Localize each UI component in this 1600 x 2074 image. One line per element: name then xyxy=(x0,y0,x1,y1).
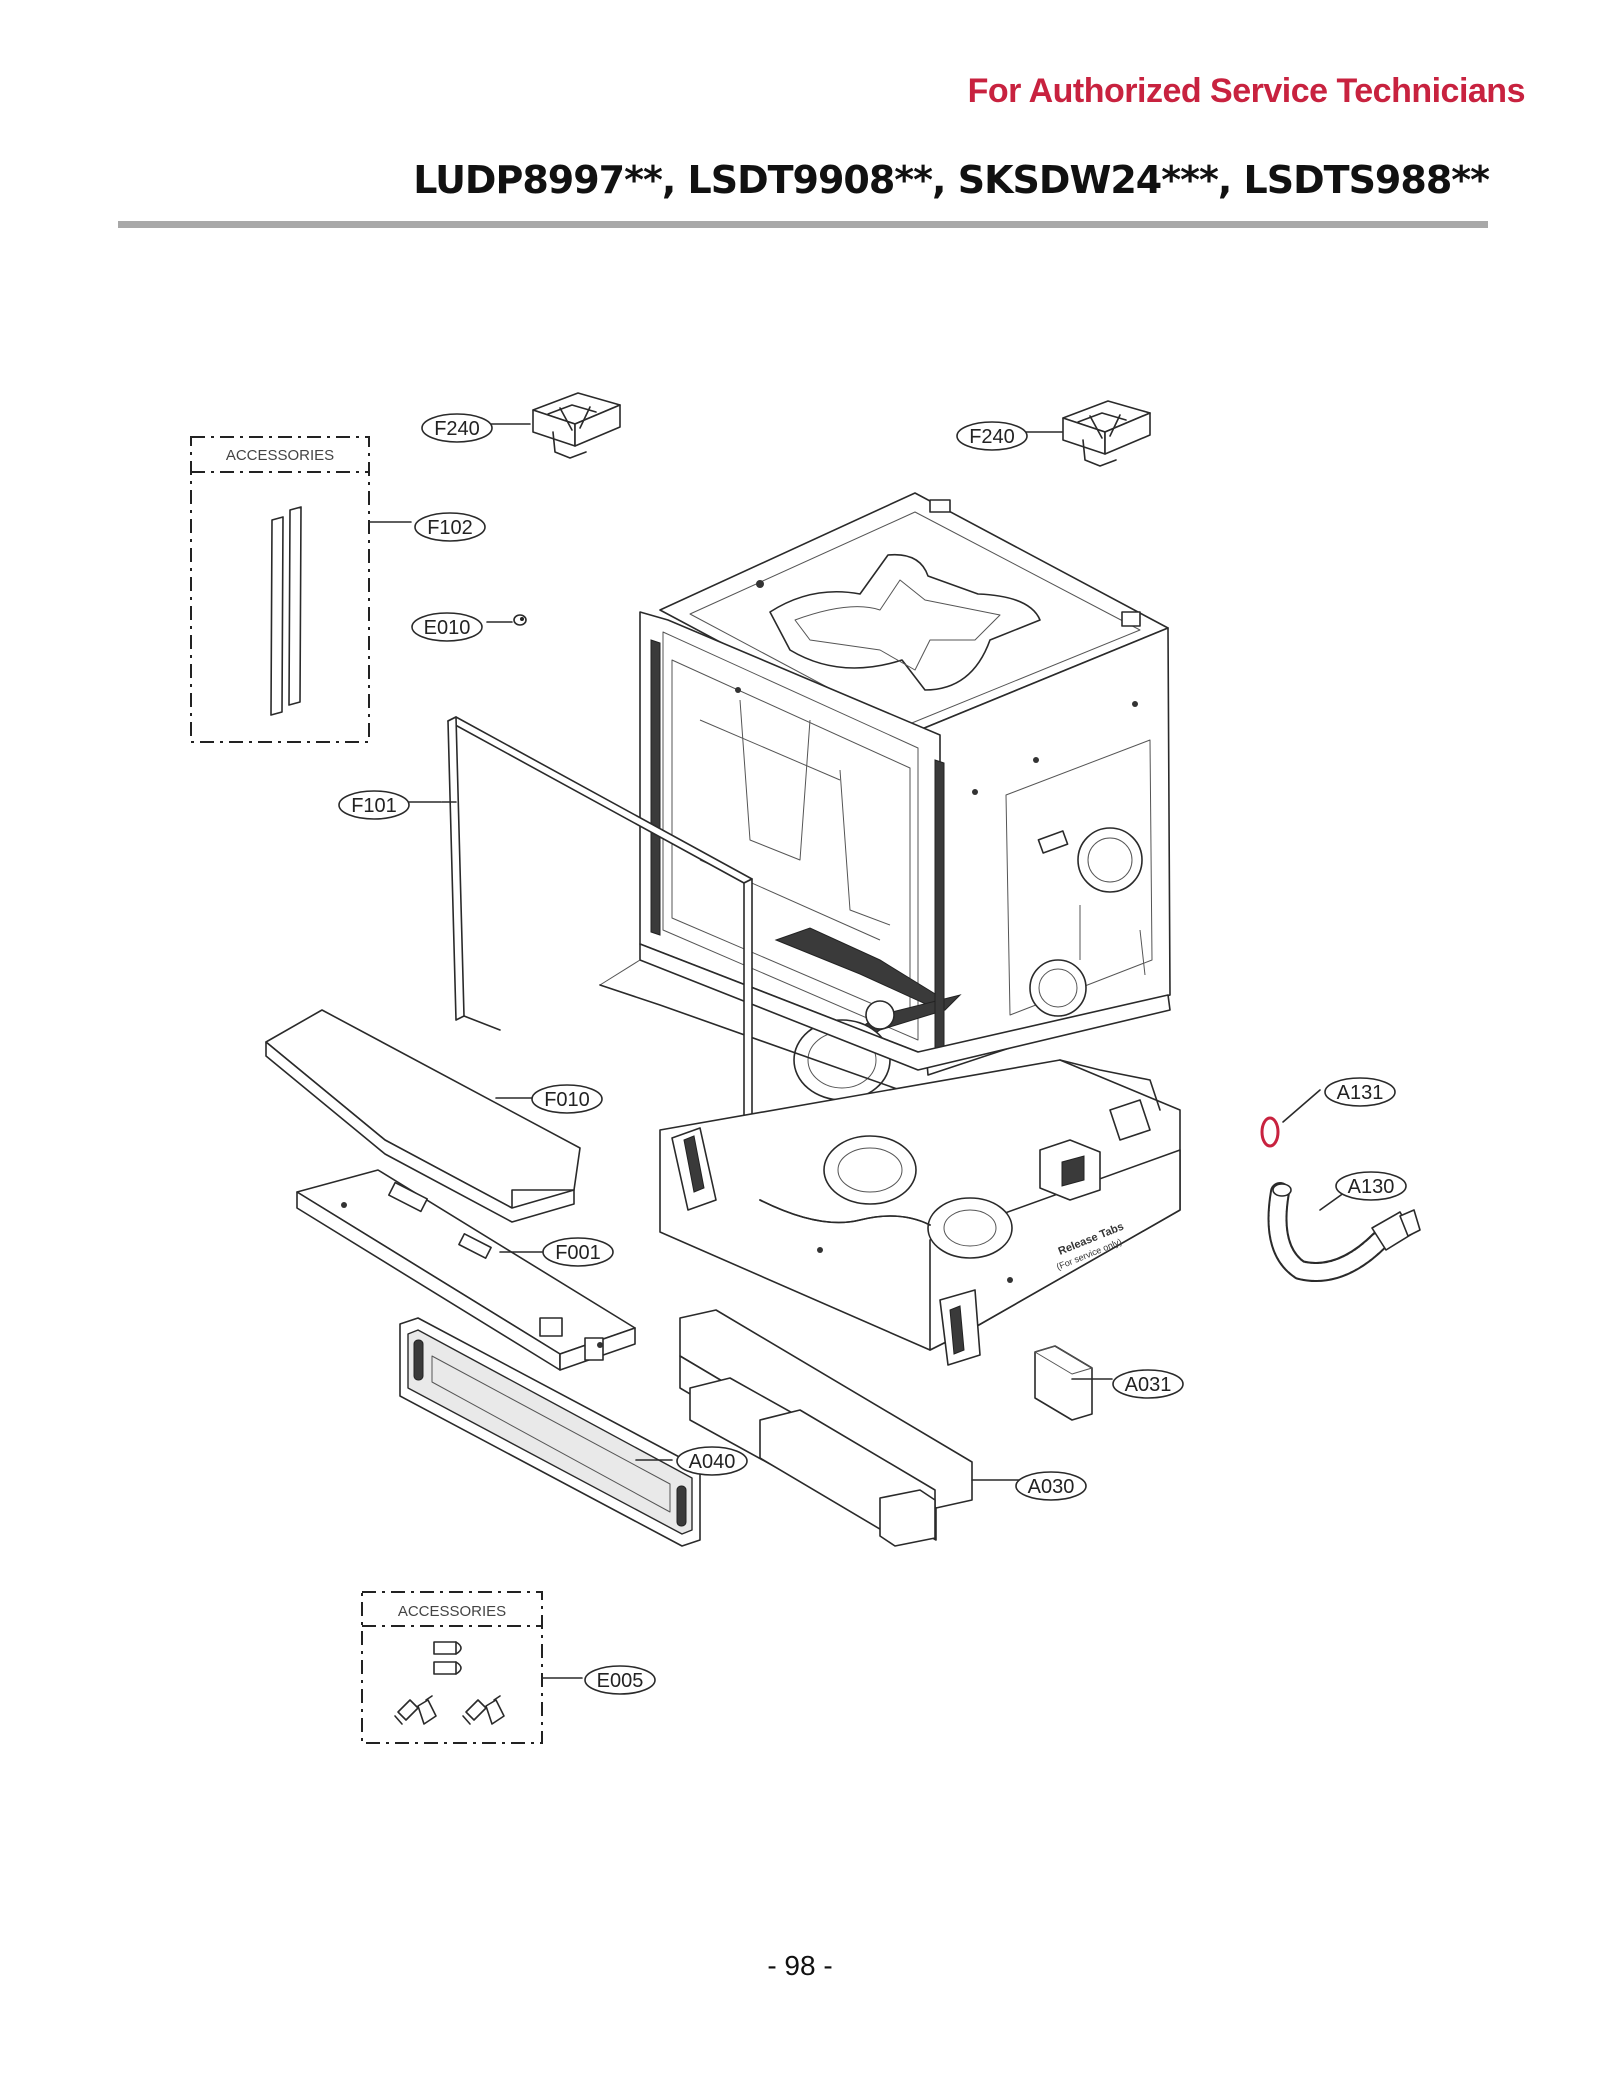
callout-e010: E010 xyxy=(411,612,483,642)
accessories-label-bottom: ACCESSORIES xyxy=(398,1603,506,1620)
callout-bubble xyxy=(1324,1077,1396,1107)
callout-label: A131 xyxy=(1337,1082,1384,1104)
callout-label: A030 xyxy=(1028,1476,1075,1498)
o-ring xyxy=(1260,1089,1321,1148)
callout-label: F101 xyxy=(351,795,397,817)
plug-part xyxy=(486,614,527,626)
foam-blocks xyxy=(679,1309,1021,1547)
callout-bubble xyxy=(584,1665,656,1695)
callout-a130: A130 xyxy=(1335,1171,1407,1201)
callout-f240-right: F240 xyxy=(956,421,1028,451)
callout-a131: A131 xyxy=(1324,1077,1396,1107)
callout-label: E010 xyxy=(424,617,471,639)
callout-f010: F010 xyxy=(531,1084,603,1114)
callout-label: F240 xyxy=(434,418,480,440)
callout-bubble xyxy=(411,612,483,642)
insulation-sheet xyxy=(265,1009,581,1223)
callout-bubble xyxy=(421,413,493,443)
o-ring-gasket xyxy=(1260,1116,1280,1148)
callout-a030: A030 xyxy=(1015,1471,1087,1501)
hinge-bracket-left xyxy=(487,392,621,459)
callout-label: F240 xyxy=(969,426,1015,448)
callout-label: A031 xyxy=(1125,1374,1172,1396)
door-gasket xyxy=(400,716,753,1215)
dishwasher-tub xyxy=(599,492,1171,1101)
callout-bubble xyxy=(1112,1369,1184,1399)
drain-hose xyxy=(1267,1182,1421,1282)
spacer-block xyxy=(1034,1345,1113,1421)
callout-bubble xyxy=(1335,1171,1407,1201)
accessories-label-top: ACCESSORIES xyxy=(226,447,334,464)
callout-label: F010 xyxy=(544,1089,590,1111)
lower-kick-plate xyxy=(296,1169,636,1371)
callout-a040: A040 xyxy=(676,1446,748,1476)
bracket-clip-icon xyxy=(433,1641,462,1675)
hinge-bracket-icon xyxy=(1062,400,1151,467)
callout-label: A040 xyxy=(689,1451,736,1473)
callout-bubble xyxy=(414,512,486,542)
callout-bubble xyxy=(956,421,1028,451)
hinge-bracket-right xyxy=(1019,400,1151,467)
callout-bubble xyxy=(542,1237,614,1267)
callout-f101: F101 xyxy=(338,790,410,820)
callout-bubble xyxy=(531,1084,603,1114)
accessories-box-top: ACCESSORIES xyxy=(190,436,412,743)
accessories-box-bottom: ACCESSORIES xyxy=(361,1591,583,1744)
callout-f240-left: F240 xyxy=(421,413,493,443)
callout-bubble xyxy=(676,1446,748,1476)
callout-f102: F102 xyxy=(414,512,486,542)
trim-strips xyxy=(270,506,302,716)
screw-icon xyxy=(394,1695,437,1725)
header-divider xyxy=(118,221,1488,228)
callout-f001: F001 xyxy=(542,1237,614,1267)
model-list-title: LUDP8997**, LSDT9908**, SKSDW24***, LSDT… xyxy=(413,158,1490,202)
callout-bubble xyxy=(338,790,410,820)
callout-label: F001 xyxy=(555,1242,601,1264)
hinge-bracket-icon xyxy=(532,392,621,459)
callout-e005: E005 xyxy=(584,1665,656,1695)
base-assembly: Release Tabs (For service only) xyxy=(659,1059,1181,1366)
callout-label: F102 xyxy=(427,517,473,539)
callout-label: A130 xyxy=(1348,1176,1395,1198)
callout-a031: A031 xyxy=(1112,1369,1184,1399)
callout-bubble xyxy=(1015,1471,1087,1501)
page-number: - 98 - xyxy=(767,1950,833,1981)
service-notice: For Authorized Service Technicians xyxy=(967,72,1526,110)
callout-label: E005 xyxy=(597,1670,644,1692)
screw-icon xyxy=(462,1695,505,1725)
toe-kick-panel xyxy=(399,1317,701,1547)
